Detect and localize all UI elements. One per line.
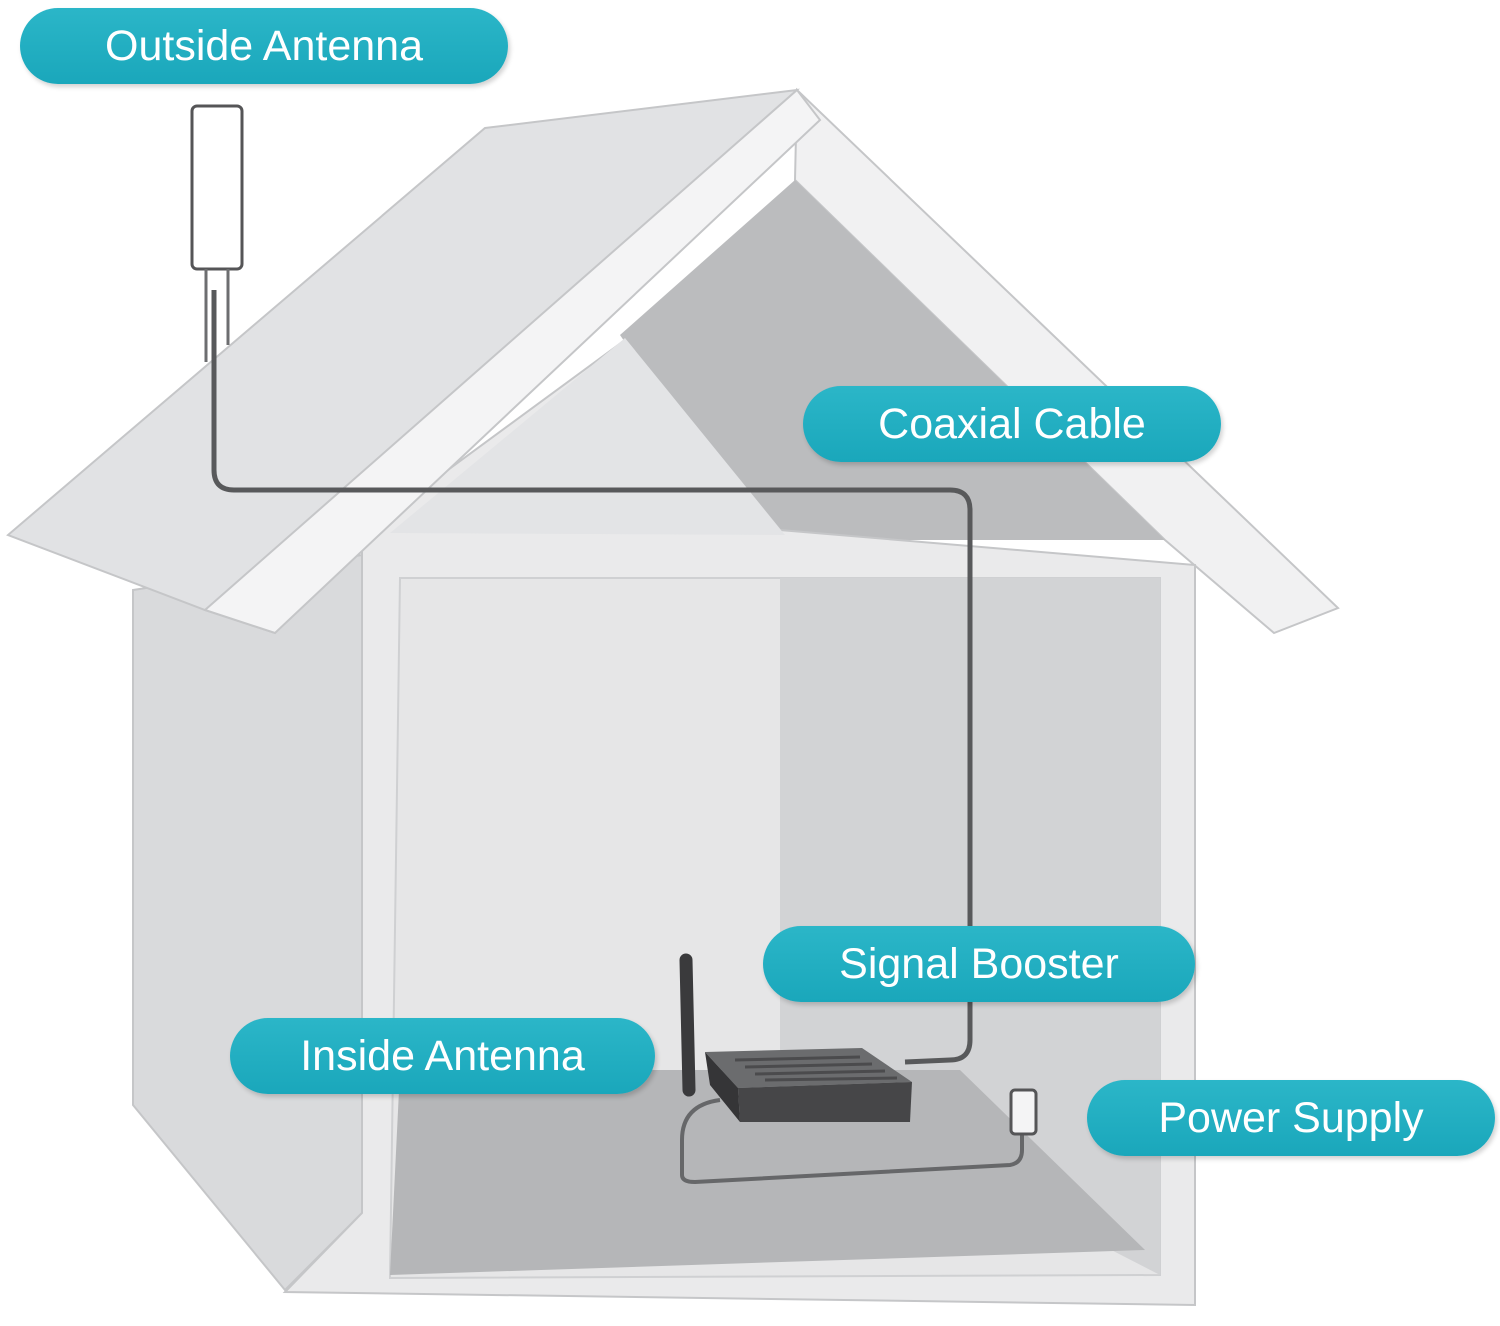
coaxial-cable-label: Coaxial Cable [803, 386, 1221, 462]
outside-antenna-label: Outside Antenna [20, 8, 508, 84]
power-cable-line [680, 1098, 1024, 1185]
outside-antenna-body [190, 104, 244, 271]
signal-booster-side [705, 1052, 740, 1122]
roof-fascia [203, 88, 822, 635]
inside-antenna-rod [679, 953, 696, 1097]
booster-vent-1 [734, 1055, 861, 1062]
roof-back-slope [793, 87, 1340, 635]
booster-vent-4 [764, 1076, 898, 1082]
front-gable [390, 338, 785, 535]
booster-vent-2 [744, 1062, 873, 1069]
booster-vent-3 [754, 1069, 886, 1076]
coaxial-cable-line [211, 290, 973, 1065]
signal-booster-label: Signal Booster [763, 926, 1195, 1002]
signal-booster-front [738, 1082, 912, 1122]
inside-antenna-label: Inside Antenna [230, 1018, 655, 1094]
power-supply-unit [1009, 1088, 1038, 1136]
interior-floor [390, 1070, 1145, 1275]
house-side-wall [132, 553, 363, 1292]
power-supply-label: Power Supply [1087, 1080, 1495, 1156]
